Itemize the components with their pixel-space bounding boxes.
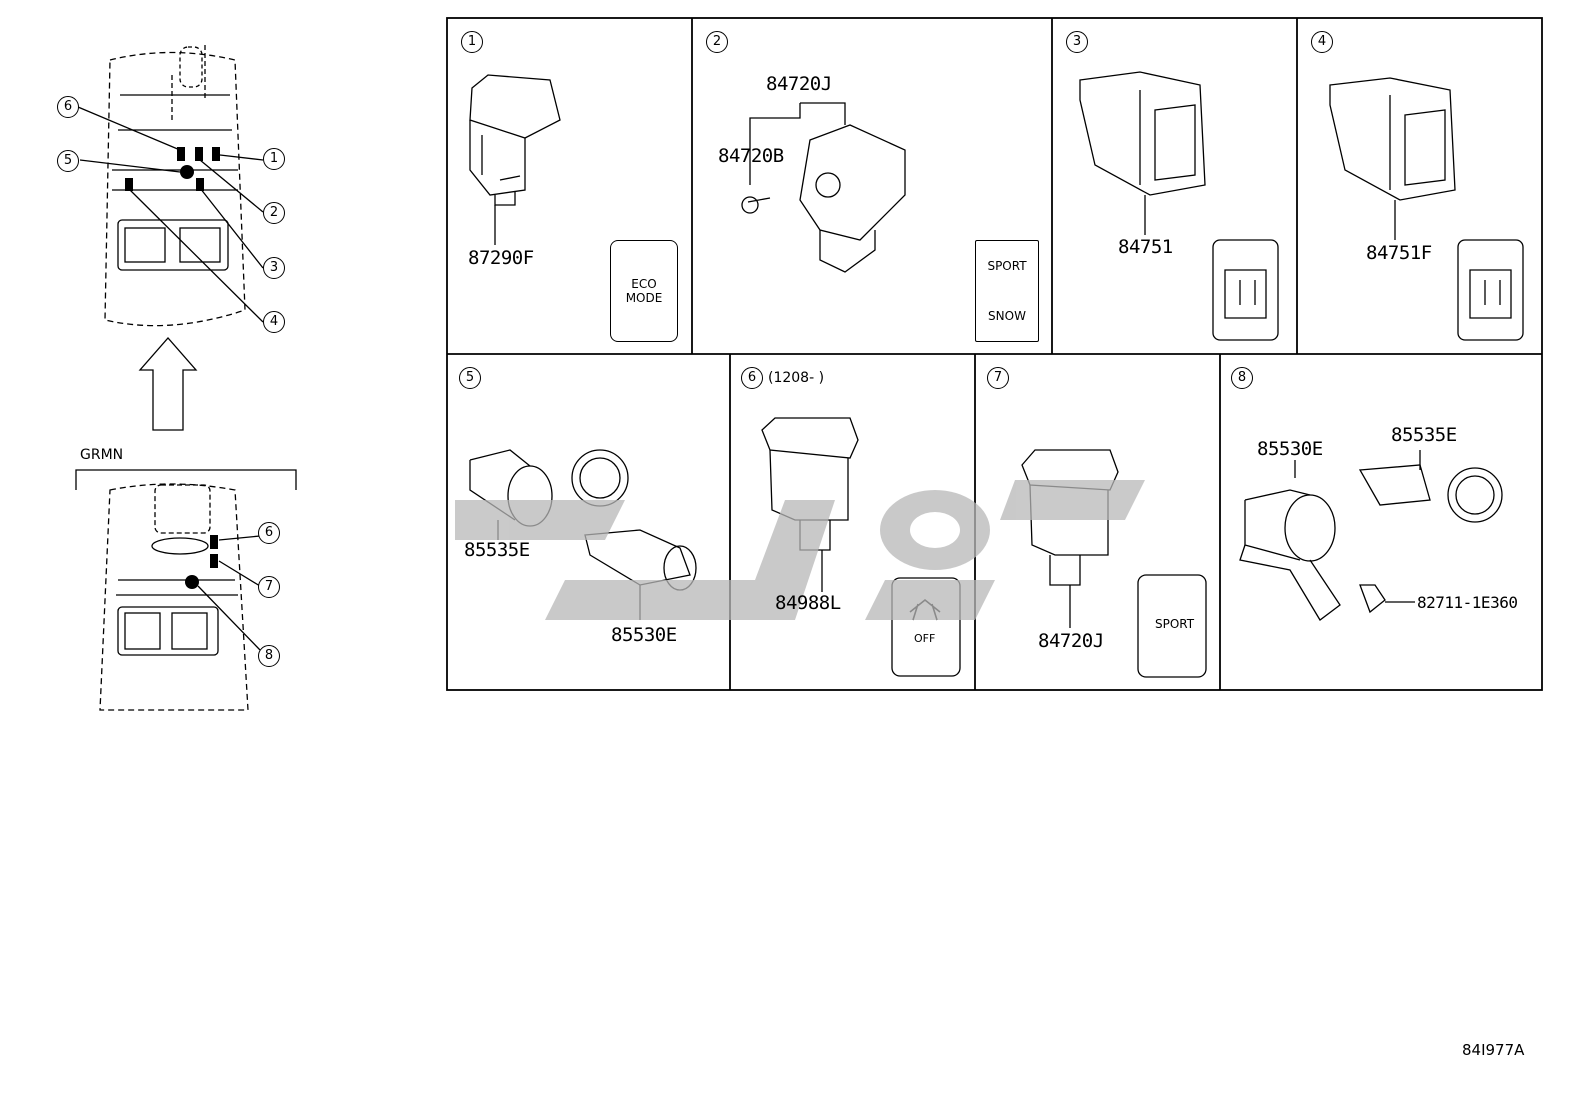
panel-3-number: 3 — [1066, 31, 1088, 53]
part-84720J-panel7[interactable]: 84720J — [1038, 630, 1104, 652]
part-87290F[interactable]: 87290F — [468, 247, 534, 269]
panel-8-number: 8 — [1231, 367, 1253, 389]
overview-callout-3: 3 — [263, 257, 285, 279]
part-84751[interactable]: 84751 — [1118, 236, 1173, 258]
overview-callout-4: 4 — [263, 311, 285, 333]
part-84720J-panel2[interactable]: 84720J — [766, 73, 832, 95]
part-85530E-panel8[interactable]: 85530E — [1257, 438, 1323, 460]
part-85530E-panel5[interactable]: 85530E — [611, 624, 677, 646]
sport-line: SPORT — [987, 259, 1027, 273]
grmn-console-drawing — [99, 483, 249, 711]
part-84988L[interactable]: 84988L — [775, 592, 841, 614]
traction-icon-lines — [909, 598, 941, 621]
eco-line: ECO — [631, 277, 657, 291]
grmn-callout-8: 8 — [258, 645, 280, 667]
grmn-label: GRMN — [80, 447, 124, 463]
arrow-up — [138, 337, 198, 431]
part-82711-1E360[interactable]: 82711-1E360 — [1417, 593, 1518, 612]
panel-1-number: 1 — [461, 31, 483, 53]
sport-snow-switch-face: SPORT SNOW — [975, 240, 1039, 342]
sport-switch-label: SPORT — [1155, 617, 1195, 631]
panel-2-number: 2 — [706, 31, 728, 53]
overview-callout-6: 6 — [57, 96, 79, 118]
panel-6-note: (1208- ) — [768, 370, 825, 386]
mode-line: MODE — [625, 291, 663, 305]
grmn-callout-6: 6 — [258, 522, 280, 544]
overview-callout-2: 2 — [263, 202, 285, 224]
part-84720B[interactable]: 84720B — [718, 145, 784, 167]
overview-callout-5: 5 — [57, 150, 79, 172]
part-84751F[interactable]: 84751F — [1366, 242, 1432, 264]
part-85535E-panel5[interactable]: 85535E — [464, 539, 530, 561]
panel-6-number: 6 — [741, 367, 763, 389]
panel-4-number: 4 — [1311, 31, 1333, 53]
snow-line: SNOW — [988, 309, 1026, 323]
console-overview-drawing — [104, 45, 246, 327]
vsc-off-label: OFF — [914, 632, 936, 645]
overview-callout-1: 1 — [263, 148, 285, 170]
part-85535E-panel8[interactable]: 85535E — [1391, 424, 1457, 446]
grmn-callout-7: 7 — [258, 576, 280, 598]
eco-mode-switch-face: ECO MODE — [610, 240, 678, 342]
panel-7-number: 7 — [987, 367, 1009, 389]
diagram-code: 84I977A — [1462, 1041, 1525, 1059]
panel-5-number: 5 — [459, 367, 481, 389]
